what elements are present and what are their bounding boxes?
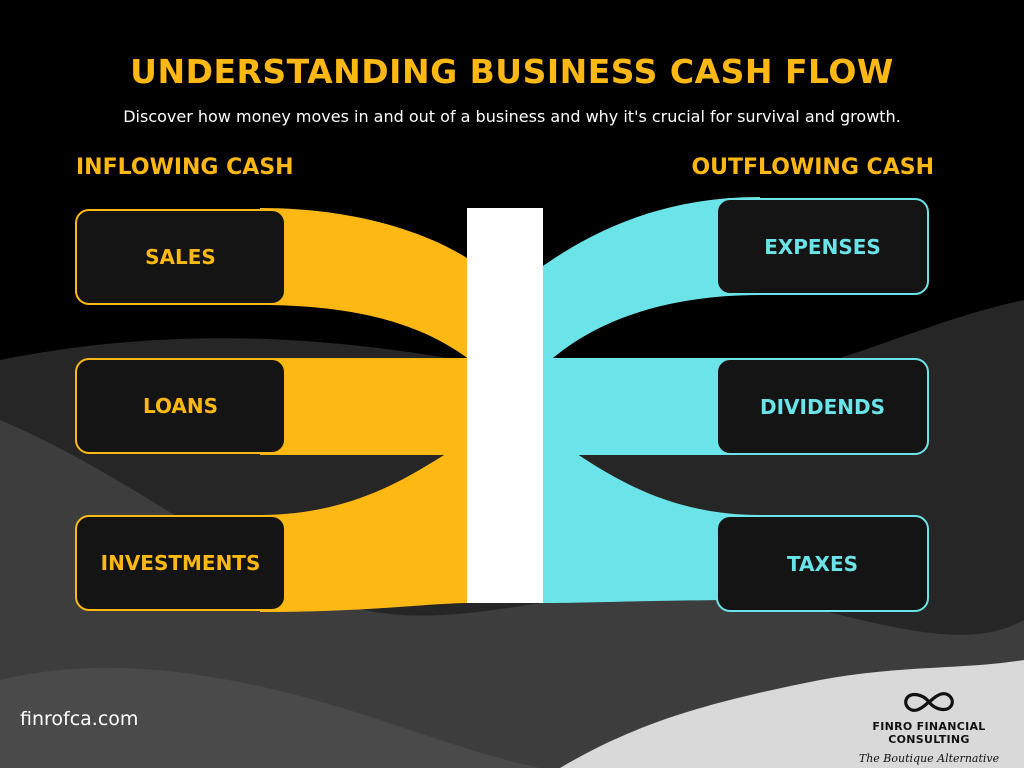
inflow-box-investments: INVESTMENTS [75,515,286,611]
flow-ribbon-investments [260,440,470,612]
flow-ribbon-taxes [540,430,760,603]
flow-ribbon-loans [260,358,470,455]
flow-ribbon-dividends [540,358,760,455]
inflow-label: SALES [145,245,216,269]
company-name: FINRO FINANCIAL CONSULTING [872,720,986,746]
company-brand: FINRO FINANCIAL CONSULTING The Boutique … [844,690,1014,765]
outflow-label: DIVIDENDS [760,394,885,419]
inflow-box-loans: LOANS [75,358,286,454]
infinity-icon [904,692,954,712]
outflow-box-dividends: DIVIDENDS [716,358,929,455]
flow-ribbon-expenses [540,197,760,370]
company-tagline: The Boutique Alternative [858,752,1000,765]
inflow-box-sales: SALES [75,209,286,305]
outflow-box-taxes: TAXES [716,515,929,612]
cash-hub-bar [467,208,543,603]
outflow-label: EXPENSES [764,234,881,259]
inflow-label: INVESTMENTS [100,551,261,575]
outflow-heading: OUTFLOWING CASH [691,155,934,180]
website-link[interactable]: finrofca.com [20,708,139,730]
flow-ribbon-sales [260,208,470,360]
inflow-label: LOANS [142,394,219,418]
inflow-heading: INFLOWING CASH [76,155,294,180]
outflow-box-expenses: EXPENSES [716,198,929,295]
page-title: UNDERSTANDING BUSINESS CASH FLOW [130,52,894,91]
page-subtitle: Discover how money moves in and out of a… [123,107,901,126]
outflow-label: TAXES [786,551,859,576]
